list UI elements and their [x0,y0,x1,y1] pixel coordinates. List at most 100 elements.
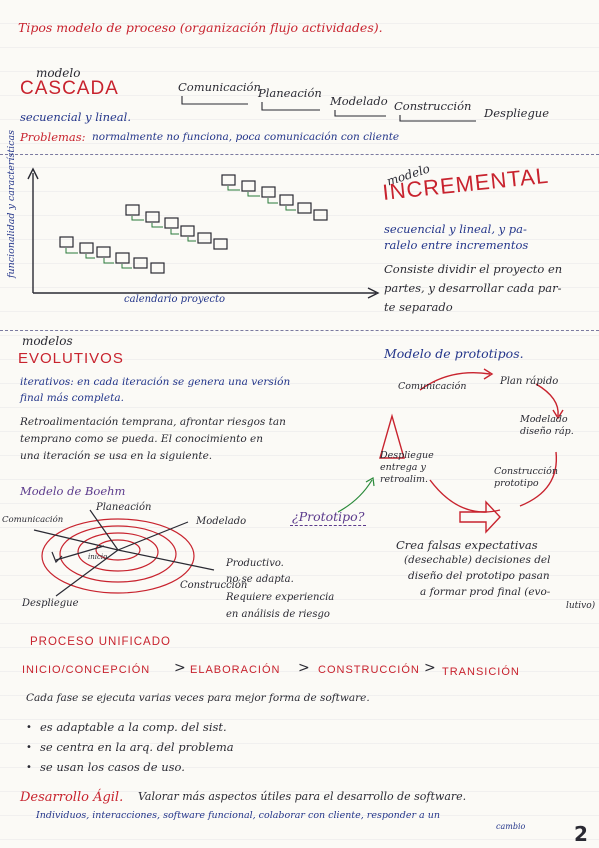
boehm-label-modelado: Modelado [196,516,247,527]
boehm-label-construccion: Construcción [180,580,248,591]
agil-line-2: Individuos, interacciones, software func… [36,810,440,821]
increment-box [150,262,165,274]
increment-box [279,194,294,206]
cycle-up-arrow [379,413,405,459]
prototipos-node-5: Despliegue entrega y retroalim. [380,450,434,485]
unificado-sep-1: > [174,660,186,676]
increment-box [115,252,130,264]
incremental-body-1: Consiste dividir el proyecto en [384,262,563,276]
agil-line-3: cambio [496,822,526,831]
unificado-phase-2: ELABORACIÓN [190,664,281,676]
increment-box [197,232,212,244]
boehm-note-3: Requiere experiencia [226,592,335,603]
unificado-sep-2: > [298,660,310,676]
incremental-y-axis-label: funcionalidad y características [6,129,17,278]
cascada-step-4: Construcción [394,99,472,113]
evolutivos-label: EVOLUTIVOS [18,350,124,367]
prototipos-node-2: Plan rápido [500,376,559,387]
increment-box [133,257,148,269]
increment-box [164,217,179,229]
page-title: Tipos modelo de proceso (organización fl… [18,20,383,35]
y-axis-arrowhead [27,167,39,180]
evolutivos-line-2: final más completa. [20,392,124,404]
boehm-note-4: en análisis de riesgo [226,609,330,620]
unificado-bullet-1: es adaptable a la comp. del sist. [40,720,227,734]
agil-line-1: Valorar más aspectos útiles para el desa… [138,790,467,803]
page-number: 2 [574,822,588,846]
cycle-arrow-4 [429,479,501,513]
incremental-body-3: te separado [384,300,453,314]
boehm-prototipo-question: ¿Prototipo? [290,509,367,526]
increment-box [221,174,236,186]
cycle-arrow-3 [519,451,558,507]
increment-box [79,242,94,254]
cascada-arrow-1 [181,96,248,105]
increment-box [125,204,140,216]
agil-title: Desarrollo Ágil. [20,790,124,805]
evolutivos-line-4: temprano como se pueda. El conocimiento … [20,433,263,445]
cascada-step-2: Planeación [258,86,322,100]
incremental-x-axis-label: calendario proyecto [124,294,226,305]
divider-1 [0,154,599,155]
cascada-step-5: Despliegue [484,106,550,120]
cascada-arrow-4 [399,115,476,122]
unificado-title: PROCESO UNIFICADO [30,636,171,648]
increment-box [313,209,328,221]
prototipo-link-arrow [337,477,375,513]
increment-box [96,246,111,258]
evolutivos-line-5: una iteración se usa en la siguiente. [20,450,213,462]
divider-2 [0,330,599,331]
cascada-problems-text: normalmente no funciona, poca comunicaci… [92,131,400,143]
prototipos-node-3: Modelado diseño ráp. [520,414,574,437]
cascada-arrows [181,96,476,122]
cascada-step-1: Comunicación [178,80,261,94]
increment-box [180,225,195,237]
increment-box [241,180,256,192]
increment-box [59,236,74,248]
prototipos-note-1: Crea falsas expectativas [396,538,538,552]
increment-box [297,202,312,214]
prototipos-title: Modelo de prototipos. [384,346,524,361]
boehm-note-1: Productivo. [226,558,284,569]
unificado-bullet-2: se centra en la arq. del problema [40,740,234,754]
cascada-label: CASCADA [20,78,119,99]
prototipos-note-5: lutivo) [566,601,596,611]
boehm-note-2: no se adapta. [226,574,294,585]
cascada-arrow-2 [261,102,320,111]
bullet-1-dot: • [26,722,32,733]
incremental-body-2: partes, y desarrollar cada par- [384,281,562,295]
boehm-label-planeacion: Planeación [96,502,152,513]
cascada-label-small: modelo [36,66,81,80]
prototipos-cycle [379,368,564,534]
cascada-step-3: Modelado [330,94,388,108]
incremental-desc-2: ralelo entre incrementos [384,238,529,252]
prototipos-note-2: (desechable) decisiones del [404,554,551,566]
boehm-label-inicio: inicio [88,553,108,561]
evolutivos-line-3: Retroalimentación temprana, afrontar rie… [20,416,286,428]
bullet-2-dot: • [26,742,32,753]
unificado-phase-3: CONSTRUCCIÓN [318,664,420,676]
prototipos-node-1: Comunicación [398,381,467,392]
evolutivos-line-1: iterativos: en cada iteración se genera … [20,376,291,388]
cycle-arrow-2 [535,383,559,417]
boehm-spiral [33,509,215,597]
boehm-label-despliegue: Despliegue [22,598,79,609]
bullet-3-dot: • [26,762,32,773]
prototipos-note-4: a formar prod final (evo- [420,586,551,598]
increment-box [261,186,276,198]
unificado-bullet-3: se usan los casos de uso. [40,760,185,774]
unificado-sep-3: > [424,660,436,676]
incremental-chart [27,167,380,299]
prototipos-note-3: diseño del prototipo pasan [408,570,550,582]
prototipos-node-4: Construcción prototipo [494,466,558,489]
evolutivos-label-small: modelos [22,334,73,348]
boehm-label-comunicacion: Comunicación [2,515,64,525]
unificado-desc: Cada fase se ejecuta varias veces para m… [26,692,370,704]
cascada-arrow-3 [334,110,386,117]
boehm-title: Modelo de Boehm [20,484,126,498]
increment-box [145,211,160,223]
cycle-arrow-1 [419,372,491,391]
incremental-desc-1: secuencial y lineal, y pa- [384,222,527,236]
unificado-phase-4: TRANSICIÓN [442,666,520,678]
unificado-phase-1: INICIO/CONCEPCIÓN [22,664,151,676]
